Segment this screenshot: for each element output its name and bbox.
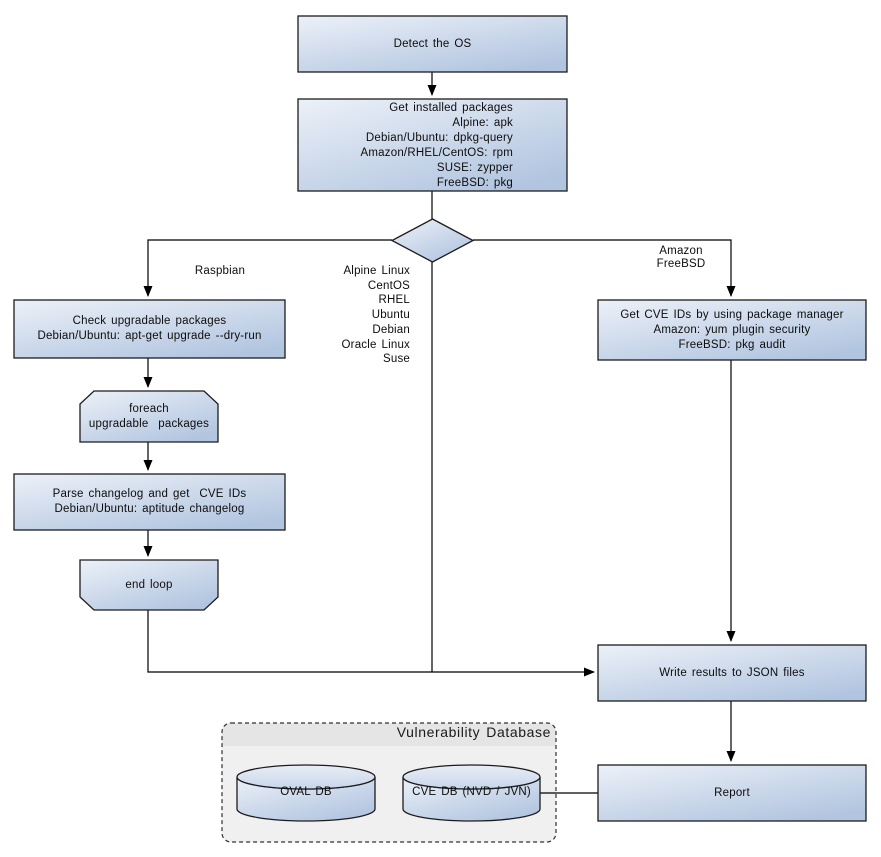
oval-db-cylinder [236,764,376,822]
get-installed-packages-node [297,98,568,192]
report-node [597,764,867,822]
os-decision-diamond [390,218,475,263]
edge-decision-to-check-upgradable [143,239,392,297]
write-results-node [597,644,867,702]
cve-db-lid [402,764,541,790]
detect-os-node [297,15,568,73]
edge-endloop-to-write-results [147,610,595,677]
edges [143,72,736,794]
foreach-loop-node [79,390,219,443]
check-upgradable-node [13,299,286,359]
edge-decision-to-get-cve [473,239,736,297]
cluster-dashed-border [221,722,557,843]
parse-changelog-node [13,473,286,531]
cve-db-cylinder [402,764,541,822]
cluster-header-band [222,723,556,746]
nodes [13,15,867,822]
oval-db-lid [236,764,376,790]
get-cve-ids-node [597,299,867,361]
end-loop-node [79,559,219,611]
